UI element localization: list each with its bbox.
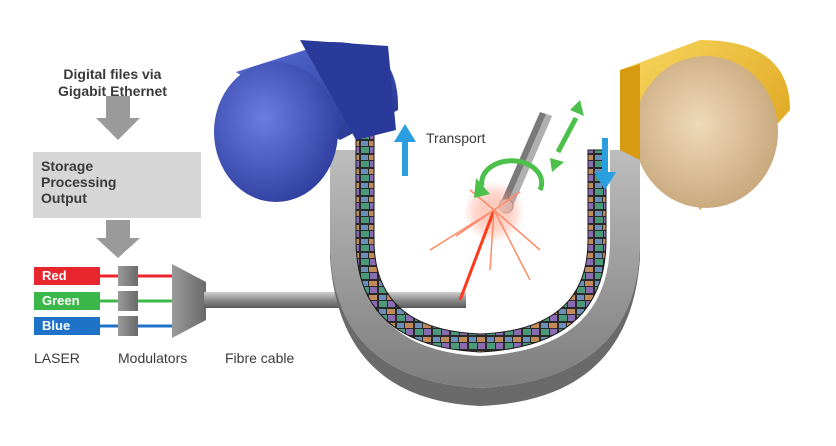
processing-line-2: Processing <box>41 174 117 190</box>
source-label: Digital files via Gigabit Ethernet <box>58 66 167 100</box>
laser-red: Red <box>34 267 100 285</box>
probe-move-arrow <box>550 100 584 172</box>
transport-up-arrow <box>394 124 416 176</box>
fibre-cable <box>204 292 466 308</box>
film-strip <box>355 127 607 353</box>
source-line-1: Digital files via <box>63 66 162 82</box>
combiner <box>172 264 206 338</box>
takeup-reel <box>620 40 790 210</box>
transport-label: Transport <box>426 130 486 146</box>
source-line-2: Gigabit Ethernet <box>58 83 167 99</box>
modulators-label: Modulators <box>118 350 188 366</box>
laser-label: LASER <box>34 350 80 366</box>
laser-beams <box>429 182 541 301</box>
processing-line-1: Storage <box>41 158 94 174</box>
supply-reel <box>214 40 399 202</box>
rotation-arrow <box>474 158 545 198</box>
arrow-down-1 <box>96 96 140 140</box>
transport-down-arrow <box>594 138 616 190</box>
laser-blue: Blue <box>34 317 100 335</box>
fibre-label: Fibre cable <box>225 350 295 366</box>
modulators <box>118 266 138 336</box>
arrow-down-2 <box>96 220 140 258</box>
laser-green: Green <box>34 292 100 310</box>
processing-line-3: Output <box>41 190 87 206</box>
processing-box: Storage Processing Output <box>33 152 201 218</box>
